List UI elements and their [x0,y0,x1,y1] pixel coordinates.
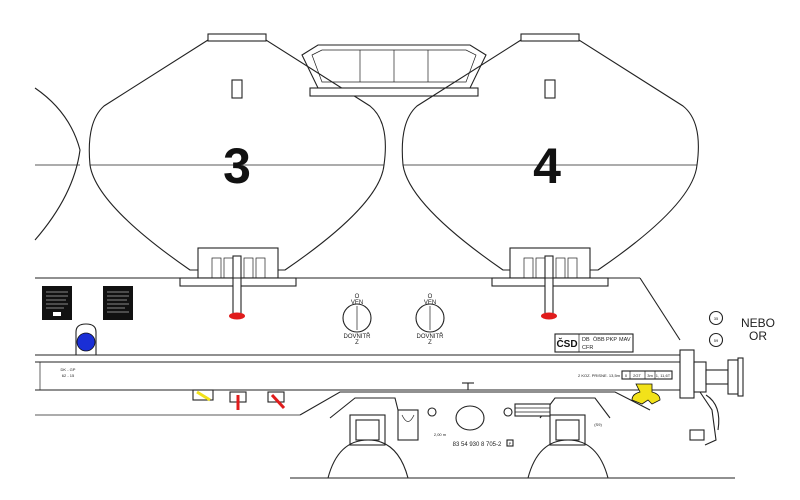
handle-yellow[interactable] [192,389,214,402]
top-walkway-frame [301,44,487,97]
hopper-3 [88,33,386,320]
load-note: 2 KOZ. PRISNE. 13,5m [578,373,621,378]
notice-panel-left [42,286,72,320]
notice-panel-right [103,286,133,320]
load-table-1: 2GT [633,373,641,378]
valve-right-bottom1: DOVNITŘ [417,332,445,340]
brake-label-line2: 62 - 15 [62,373,75,378]
marker-35 [708,310,724,326]
valve-right[interactable] [415,303,445,333]
hopper-number-4: 4 [533,138,561,194]
load-table-0: 0 [625,373,628,378]
handle-red-center[interactable] [229,391,247,410]
valve-left-top: O [355,294,360,300]
small-circle-left [427,407,437,417]
valve-right-mid: VEN [424,300,436,306]
valve-left-bottom2: Z [355,340,359,346]
marker-35-value: 35 [714,316,719,321]
load-table-2: 3m [647,373,653,378]
outlet-red-4 [541,312,557,320]
ownership-obb: ÖBB [593,336,605,343]
underframe [35,277,735,479]
blue-disc-marker [75,323,97,356]
ownership-mav: MAV [619,337,631,343]
bogie-left [327,397,419,479]
valve-left-bottom1: DOVNITŘ [344,332,372,340]
brake-label-line1: DK - GP [61,367,76,372]
ownership-cfr: CFR [582,345,593,351]
valve-left-mid: VEN [351,300,363,306]
hopper-number-3: 3 [223,138,251,194]
center-oval [455,405,485,431]
load-table-3: 1, 11,6T [656,373,671,378]
alt-note-line1: NEBO [741,316,775,330]
ownership-csd: ČSD [556,337,577,350]
wagon-number-suffix: P [509,441,512,446]
wagon-number: 83 54 930 8 705-2 [453,442,502,448]
valve-right-bottom2: Z [428,340,432,346]
marker-59-value: 59 [714,338,719,343]
alt-note-line2: OR [749,329,767,343]
ownership-pkp: PKP [606,337,617,343]
center-mark [462,382,474,390]
valve-left[interactable] [342,303,372,333]
hopper-4 [401,33,699,320]
load-table [621,370,673,380]
axle-note: (S9) [594,422,602,427]
valve-right-top: O [428,294,433,300]
bogie-right [514,397,611,479]
distance-label: 2,00 m [434,432,447,437]
ownership-plate [554,333,634,353]
buffer-right [689,357,744,446]
ownership-db: DB [582,337,590,343]
marker-59 [708,332,724,348]
handle-red-diagonal[interactable] [267,391,286,410]
wagon-number-suffix-box [506,439,514,447]
yellow-coupler-hook[interactable] [631,383,661,405]
small-circle-right [503,407,513,417]
outlet-red-3 [229,312,245,320]
hopper-partial-left [34,87,81,241]
